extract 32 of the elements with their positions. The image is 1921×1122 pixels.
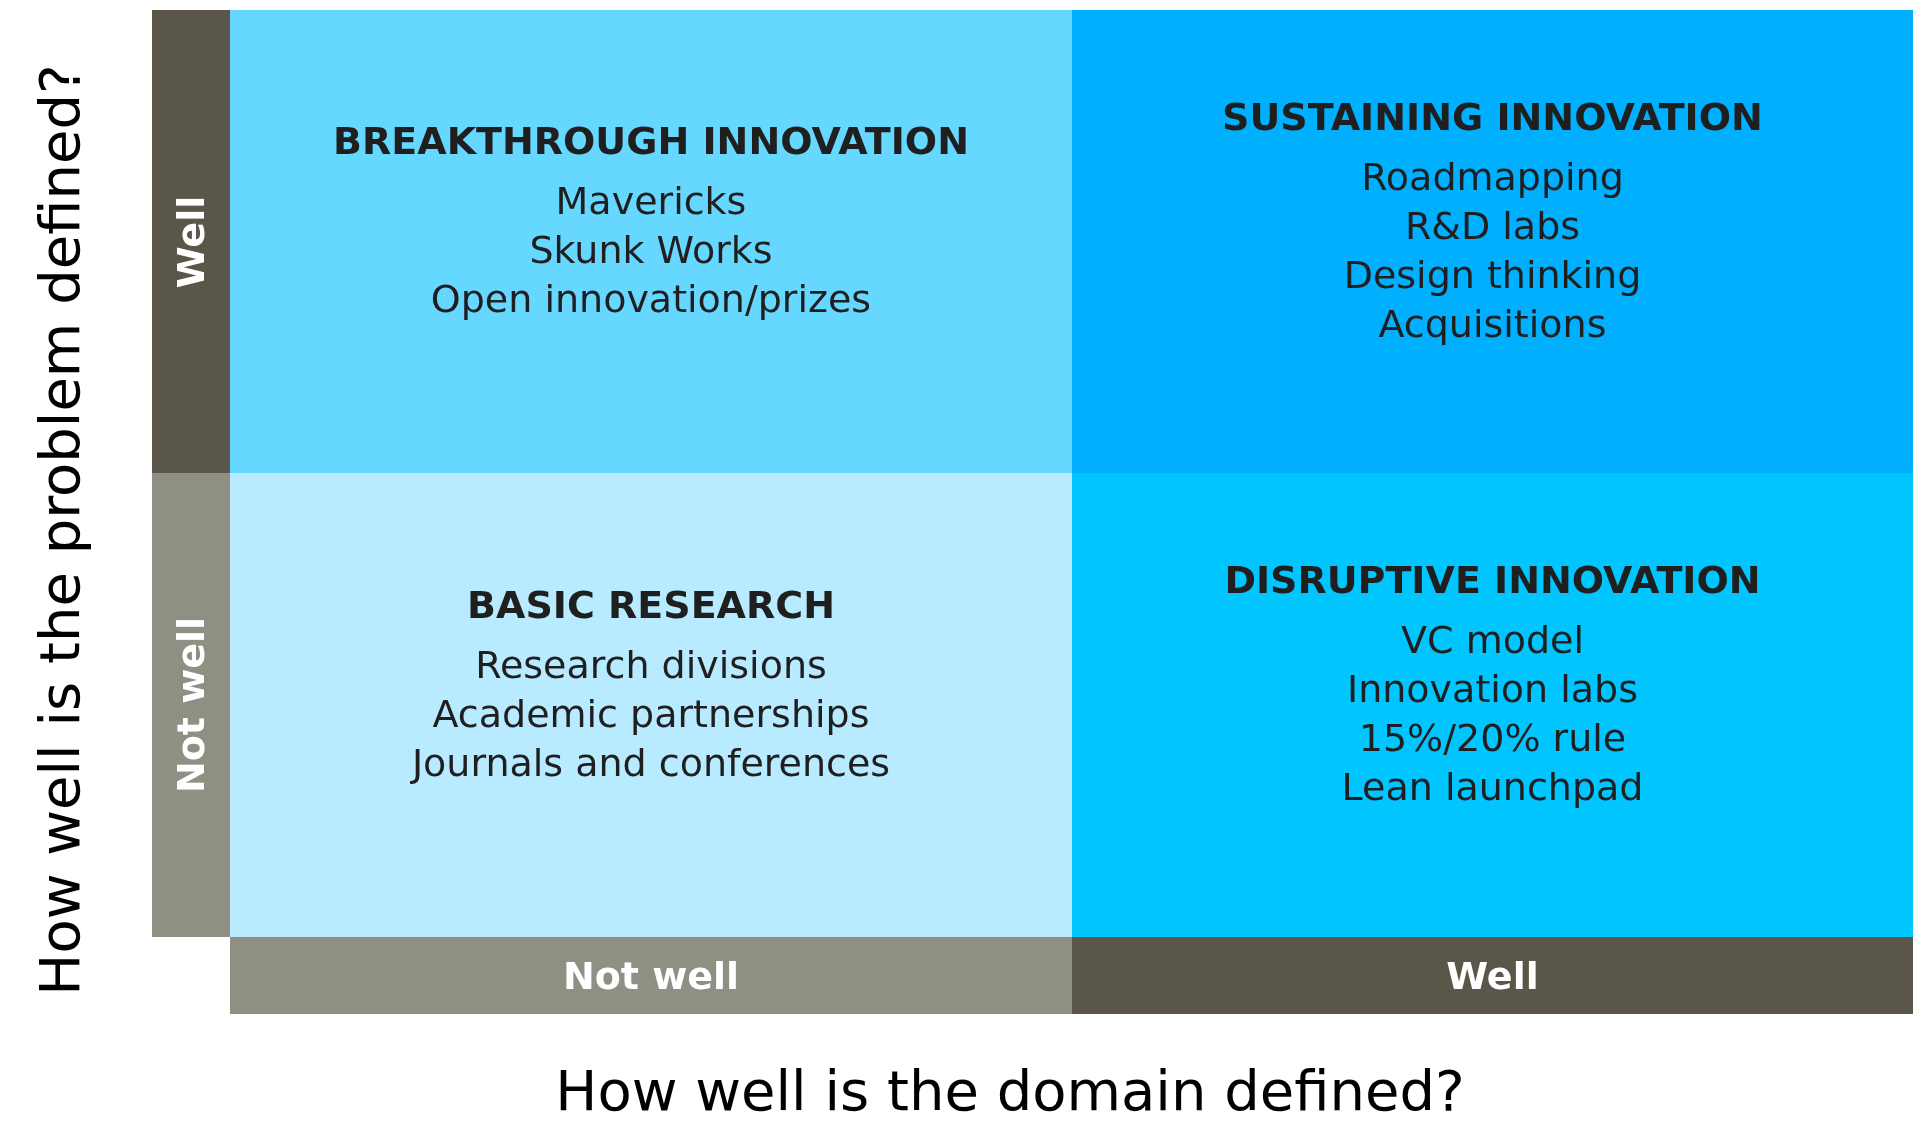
axis-title: How well is the domain defined? <box>555 1057 1465 1122</box>
list-item: Academic partnerships <box>432 690 870 738</box>
list-item: Roadmapping <box>1361 153 1624 201</box>
axis-band <box>1072 937 1913 1014</box>
quadrant-heading: BREAKTHROUGH INNOVATION <box>333 119 969 163</box>
quadrant-panel <box>230 473 1072 937</box>
list-item: R&D labs <box>1404 202 1581 250</box>
quadrant-heading: DISRUPTIVE INNOVATION <box>1224 558 1761 602</box>
list-item: Journals and conferences <box>411 739 891 787</box>
axis-value-label: Not well <box>169 616 213 794</box>
list-item: Open innovation/prizes <box>430 276 872 323</box>
list-item: 15%/20% rule <box>1358 715 1627 762</box>
axis-value-label: Well <box>1446 953 1539 998</box>
axis-title: How well is the problem defined? <box>26 64 92 996</box>
axis-band <box>152 10 230 473</box>
list-item: Research divisions <box>475 641 827 689</box>
quadrant-heading: SUSTAINING INNOVATION <box>1222 94 1763 139</box>
list-item: VC model <box>1401 617 1584 664</box>
axis-value-label: Not well <box>562 953 740 998</box>
axis-value-label: Well <box>169 195 213 288</box>
quadrant-heading: BASIC RESEARCH <box>467 582 835 627</box>
list-item: Mavericks <box>555 178 747 225</box>
quadrant-panel <box>1072 10 1913 473</box>
list-item: Innovation labs <box>1347 666 1638 713</box>
list-item: Design thinking <box>1343 251 1642 299</box>
list-item: Acquisitions <box>1378 300 1607 348</box>
quadrant-panel <box>230 10 1072 473</box>
quadrant-panel <box>1072 473 1913 937</box>
axis-band <box>152 473 230 937</box>
list-item: Lean launchpad <box>1341 764 1644 811</box>
list-item: Skunk Works <box>529 227 773 274</box>
axis-band <box>230 937 1072 1014</box>
